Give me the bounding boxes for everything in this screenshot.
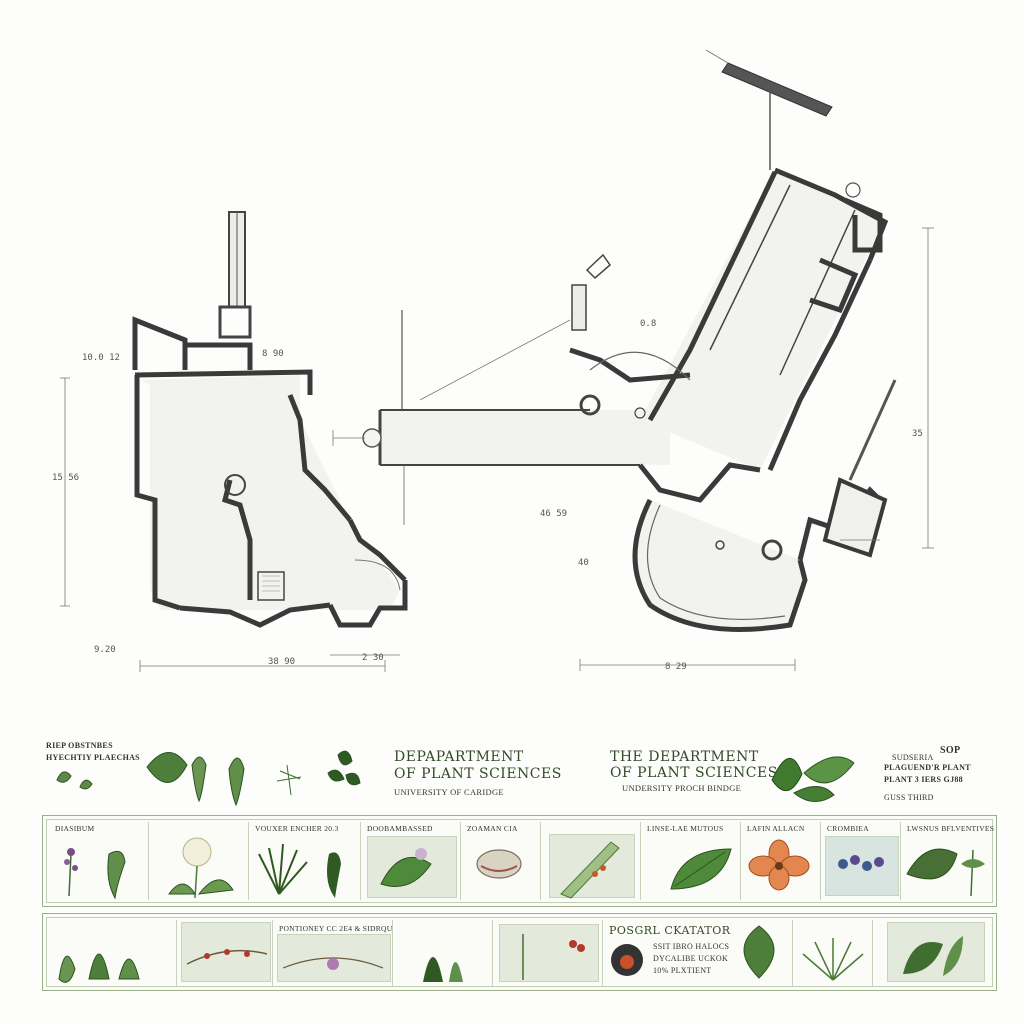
specimen-panel: DOOBAMBASSED xyxy=(361,822,461,900)
palm-leaf-icon xyxy=(802,938,864,981)
specimen-panel: PONTIONEY CC 2E4 & SIDRQU xyxy=(273,920,393,986)
dept-right-title-line1: THE DEPARTMENT xyxy=(610,749,759,765)
dim-label: 9.20 xyxy=(94,645,116,655)
specimen-panel xyxy=(393,920,493,986)
banner-header: RIEP OBSTNBES HYECHTIY PLAECHAS DEPAPART… xyxy=(42,735,997,807)
berry-cluster-icon xyxy=(838,855,884,871)
right-top-small: SUDSERIA xyxy=(892,753,934,762)
specimen-panel: LWSNUS BFLVENTIVES xyxy=(901,822,994,900)
emblem-icon xyxy=(611,944,643,976)
dim-label: 10.0 12 xyxy=(82,353,120,363)
right-bottom-small: GUSS THIRD xyxy=(884,793,934,802)
specimen-panel xyxy=(49,920,177,986)
dept-left-title-line2: OF PLANT SCIENCES xyxy=(394,766,562,782)
dept-left-title-line1: DEPAPARTMENT xyxy=(394,749,524,765)
poster-panel: POSGRL CKATATOR SSIT IBRO HALOCS DYCALIB… xyxy=(603,920,793,986)
right-wing xyxy=(569,49,934,671)
left-wing xyxy=(60,211,408,672)
leaf-icon xyxy=(58,953,140,983)
leaf-icon xyxy=(228,757,245,807)
dim-label: 46 59 xyxy=(540,509,567,519)
palm-leaf-icon xyxy=(258,843,341,898)
right-top-code: SOP xyxy=(940,745,961,756)
dim-label: 0.8 xyxy=(640,319,656,329)
leaf-icon xyxy=(906,848,985,897)
dim-label: 40 xyxy=(578,558,589,568)
dim-label: 15 56 xyxy=(52,473,79,483)
specimen-panel xyxy=(793,920,873,986)
dept-left-subtitle: UNIVERSITY OF CARIDGE xyxy=(394,787,504,797)
leaf-icon xyxy=(327,750,361,786)
dim-label: 8 29 xyxy=(665,662,687,672)
flower-icon xyxy=(748,839,810,891)
leaf-icon xyxy=(670,848,732,890)
poster-line: SSIT IBRO HALOCS xyxy=(653,942,730,951)
right-caption-line2: PLANT 3 IERS GJ88 xyxy=(884,775,963,784)
leaf-icon xyxy=(146,752,188,783)
right-leaf-cluster xyxy=(771,756,855,802)
leaf-icon xyxy=(191,756,207,803)
flower-icon xyxy=(64,848,126,900)
specimen-panel xyxy=(541,822,641,900)
dandelion-icon xyxy=(168,837,234,899)
specimen-panel xyxy=(177,920,273,986)
leaf-icon xyxy=(423,957,463,982)
central-corridor xyxy=(332,310,670,525)
left-caption-line1: RIEP OBSTNBES xyxy=(46,741,113,750)
dim-label: 8 90 xyxy=(262,349,284,359)
dim-label: 2 30 xyxy=(362,653,384,663)
herb-icon xyxy=(522,934,585,980)
specimen-panel: LINSE-LAE MUTOUS xyxy=(641,822,741,900)
leaf-icon xyxy=(803,756,855,784)
seed-pod-icon xyxy=(476,849,522,879)
specimen-panel: ZOAMAN CIA xyxy=(461,822,541,900)
specimen-band-1: DIASIBUM VOUXER ENCHER 20.3 DOOBAMBASSED xyxy=(42,815,997,907)
fern-icon xyxy=(276,764,302,796)
leaf-icon xyxy=(560,841,620,899)
left-caption-line2: HYECHTIY PLAECHAS xyxy=(46,753,140,762)
specimen-panel xyxy=(149,822,249,900)
specimen-panel: LAFIN ALLACN xyxy=(741,822,821,900)
specimen-panel: DIASIBUM xyxy=(49,822,149,900)
leaf-icon xyxy=(380,848,432,887)
flower-icon xyxy=(282,957,384,970)
dim-label: 35 xyxy=(912,429,923,439)
dim-label: 38 90 xyxy=(268,657,295,667)
berry-branch-icon xyxy=(186,949,268,965)
poster-line: DYCALIBE UCKOK xyxy=(653,954,729,963)
specimen-panel: CROMBIEA xyxy=(821,822,901,900)
specimen-band-2: PONTIONEY CC 2E4 & SIDRQU POSGRL CKATATO… xyxy=(42,913,997,991)
specimen-panel: VOUXER ENCHER 20.3 xyxy=(249,822,361,900)
leaf-icon xyxy=(743,925,775,979)
right-caption-line1: PLAGUEND'R PLANT xyxy=(884,763,971,772)
dept-right-subtitle: UNDERSITY PROCH BINDGE xyxy=(622,783,742,793)
floor-plan-drawing: 10.0 12 15 56 8 90 9.20 38 90 2 30 0.8 4… xyxy=(52,49,934,672)
specimen-panel xyxy=(873,920,989,986)
poster-title: POSGRL CKATATOR xyxy=(609,924,731,937)
specimen-panel xyxy=(493,920,603,986)
left-leaf-cluster xyxy=(56,750,361,807)
poster-line: 10% PLXTIENT xyxy=(653,966,712,975)
dept-right-title-line2: OF PLANT SCIENCES xyxy=(610,765,778,781)
herb-icon xyxy=(56,771,72,783)
leaf-icon xyxy=(903,936,963,976)
